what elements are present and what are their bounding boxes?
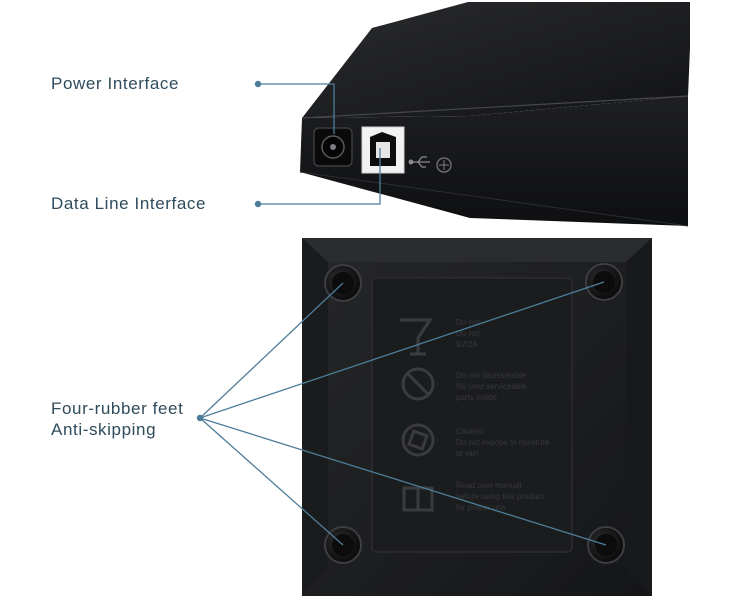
panel-text-1b: Do not xyxy=(456,329,480,338)
drive-edge xyxy=(301,95,689,119)
leader-lines xyxy=(199,83,607,546)
panel-text-3a: Caution xyxy=(456,427,484,436)
drive-top-surface xyxy=(302,2,690,118)
anti-skipping-text: Anti-skipping xyxy=(51,420,157,439)
manual-icon xyxy=(402,486,434,512)
panel-text-4b: before using this product xyxy=(456,492,544,501)
panel-text-3c: or rain xyxy=(456,449,479,458)
foot-leader-line-br xyxy=(199,417,607,546)
label-panel xyxy=(371,277,573,553)
power-port-icon xyxy=(313,127,353,167)
usb-symbol-icon xyxy=(408,156,430,168)
foot-leader-line-bl xyxy=(199,417,344,546)
data-line-leader-line xyxy=(258,148,381,205)
data-line-interface-label: Data Line Interface xyxy=(51,193,206,214)
bottom-bevel-left xyxy=(302,238,328,596)
data-line-leader-dot xyxy=(254,200,262,208)
bottom-bevel-right xyxy=(626,238,652,596)
panel-text-1c: 5V/2A xyxy=(456,340,478,349)
power-interface-text: Power Interface xyxy=(51,74,180,93)
panel-text-2b: No user serviceable xyxy=(456,382,527,391)
feet-leader-dot xyxy=(196,414,204,422)
screw-icon xyxy=(436,157,452,173)
no-disassemble-icon xyxy=(401,367,435,401)
panel-text-2c: parts inside xyxy=(456,393,497,402)
power-leader-line xyxy=(258,83,335,134)
panel-text-1a: Do not xyxy=(456,318,480,327)
panel-text-4c: for proper use xyxy=(456,503,506,512)
data-line-interface-text: Data Line Interface xyxy=(51,194,207,213)
foot-leader-line-tl xyxy=(199,282,344,419)
drive-edge-lower xyxy=(299,171,689,227)
power-interface-label: Power Interface xyxy=(51,73,179,94)
panel-text-3b: Do not expose to moisture xyxy=(456,438,550,447)
panel-text-4a: Read user manual xyxy=(456,481,522,490)
foot-leader-line-tr xyxy=(199,281,605,419)
rubber-feet-label: Four-rubber feet Anti-skipping xyxy=(51,398,183,440)
usb-b-port-icon xyxy=(361,126,405,174)
moisture-icon xyxy=(401,423,435,457)
rubber-feet-text: Four-rubber feet xyxy=(51,399,184,418)
bottom-bevel xyxy=(302,238,652,262)
drive-rear-view xyxy=(299,2,690,227)
drive-bottom-view: Do not Do not 5V/2A Do not disassemble N… xyxy=(302,238,652,596)
power-leader-dot xyxy=(254,80,262,88)
panel-text-2a: Do not disassemble xyxy=(456,371,527,380)
warning-icon-1 xyxy=(400,318,433,356)
